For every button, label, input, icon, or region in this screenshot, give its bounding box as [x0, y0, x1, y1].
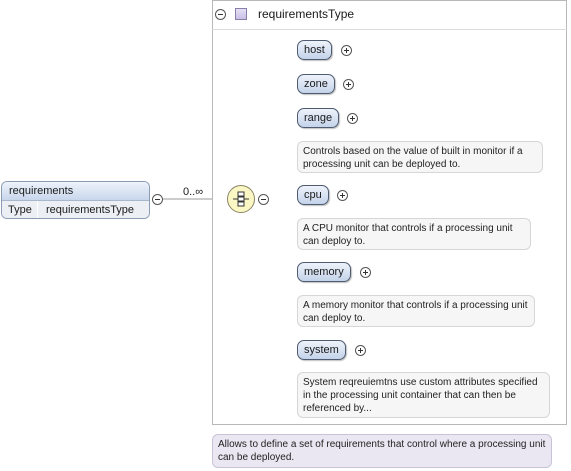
collapse-type-icon[interactable]	[215, 9, 226, 20]
expand-host-icon[interactable]	[341, 45, 352, 56]
element-memory[interactable]: memory	[297, 262, 351, 282]
type-title: requirementsType	[258, 7, 355, 21]
element-type-row: Type requirementsType	[2, 201, 149, 218]
expand-memory-icon[interactable]	[360, 267, 371, 278]
expand-cpu-icon[interactable]	[337, 190, 348, 201]
expand-system-icon[interactable]	[355, 345, 366, 356]
element-system[interactable]: system	[297, 340, 346, 360]
expand-range-icon[interactable]	[347, 113, 358, 124]
collapse-element-icon[interactable]	[152, 194, 163, 205]
range-documentation: Controls based on the value of built in …	[297, 141, 543, 173]
collapse-sequence-icon[interactable]	[258, 194, 269, 205]
type-label: Type	[2, 201, 38, 218]
expand-zone-icon[interactable]	[343, 79, 354, 90]
element-cpu[interactable]: cpu	[297, 185, 329, 205]
element-name: requirements	[2, 182, 149, 201]
complex-type-icon	[235, 8, 247, 20]
sequence-icon[interactable]	[227, 185, 255, 213]
system-documentation: System reqreuiemtns use custom attribute…	[297, 372, 550, 418]
type-container	[212, 0, 567, 425]
element-range[interactable]: range	[297, 108, 340, 128]
type-header-divider	[212, 29, 567, 30]
requirements-element[interactable]: requirements Type requirementsType	[1, 181, 150, 219]
element-host[interactable]: host	[297, 40, 332, 60]
memory-documentation: A memory monitor that controls if a proc…	[297, 295, 535, 327]
occurrence-label: 0..∞	[183, 186, 204, 198]
type-value: requirementsType	[46, 204, 135, 216]
element-zone[interactable]: zone	[297, 74, 335, 94]
type-documentation: Allows to define a set of requirements t…	[212, 434, 552, 468]
cpu-documentation: A CPU monitor that controls if a process…	[297, 218, 531, 250]
